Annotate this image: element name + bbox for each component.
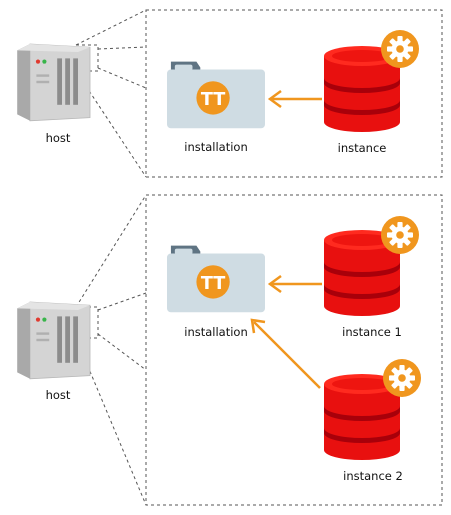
instance-label: instance 1 (342, 325, 402, 339)
arrow-icon (267, 274, 322, 294)
host-label: host (45, 131, 71, 145)
arrow-icon (250, 318, 321, 389)
server-icon (16, 43, 91, 122)
panel-2 (16, 194, 443, 506)
panel-1 (16, 9, 443, 178)
folder-icon (167, 245, 265, 313)
arrow-icon (267, 89, 322, 109)
gear-icon (381, 30, 419, 68)
instance-label: instance (337, 141, 387, 155)
panel-2-frame (145, 194, 443, 506)
panel-1-zoom-lines (75, 9, 147, 178)
gear-icon (381, 216, 419, 254)
gear-icon (383, 359, 421, 397)
server-icon (16, 301, 91, 380)
host-label: host (45, 388, 71, 402)
installation-label: installation (184, 325, 248, 339)
panel-1-frame (145, 9, 443, 178)
installation-label: installation (184, 140, 248, 154)
folder-icon (167, 61, 265, 129)
instance-label: instance 2 (343, 469, 403, 483)
